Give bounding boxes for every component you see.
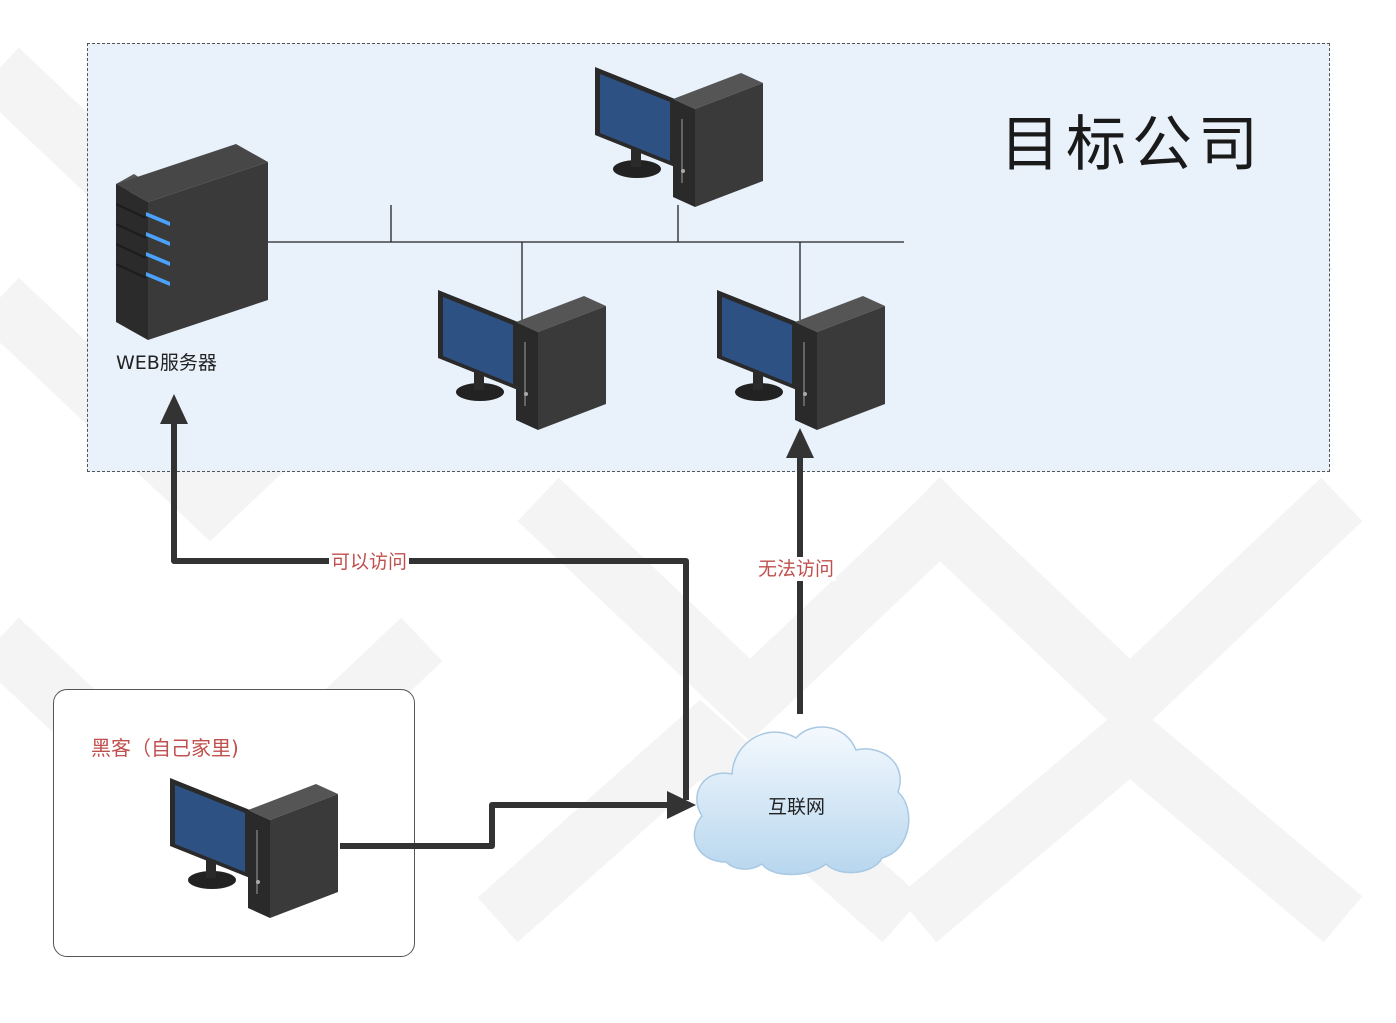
lan-bus	[267, 205, 904, 320]
company-title: 目标公司	[1000, 110, 1264, 180]
cannot-access-label: 无法访问	[756, 557, 837, 581]
internet-to-server-link	[171, 420, 689, 800]
desktop-pc-icon	[170, 778, 338, 918]
desktop-pc-icon	[438, 290, 606, 430]
arrowhead-into-server	[160, 394, 188, 424]
desktop-pc-icon	[717, 290, 885, 430]
cloud-icon	[693, 726, 910, 876]
can-access-label: 可以访问	[329, 550, 410, 574]
arrowhead-into-internet	[667, 791, 696, 819]
server-icon	[116, 144, 268, 340]
web-server-label: WEB服务器	[116, 352, 217, 374]
desktop-pc-icon	[595, 67, 763, 207]
hacker-to-internet-link	[340, 802, 672, 849]
hacker-home-label: 黑客（自己家里)	[91, 736, 239, 760]
internet-label: 互联网	[768, 796, 826, 818]
arrowhead-into-office-pc	[786, 428, 814, 458]
